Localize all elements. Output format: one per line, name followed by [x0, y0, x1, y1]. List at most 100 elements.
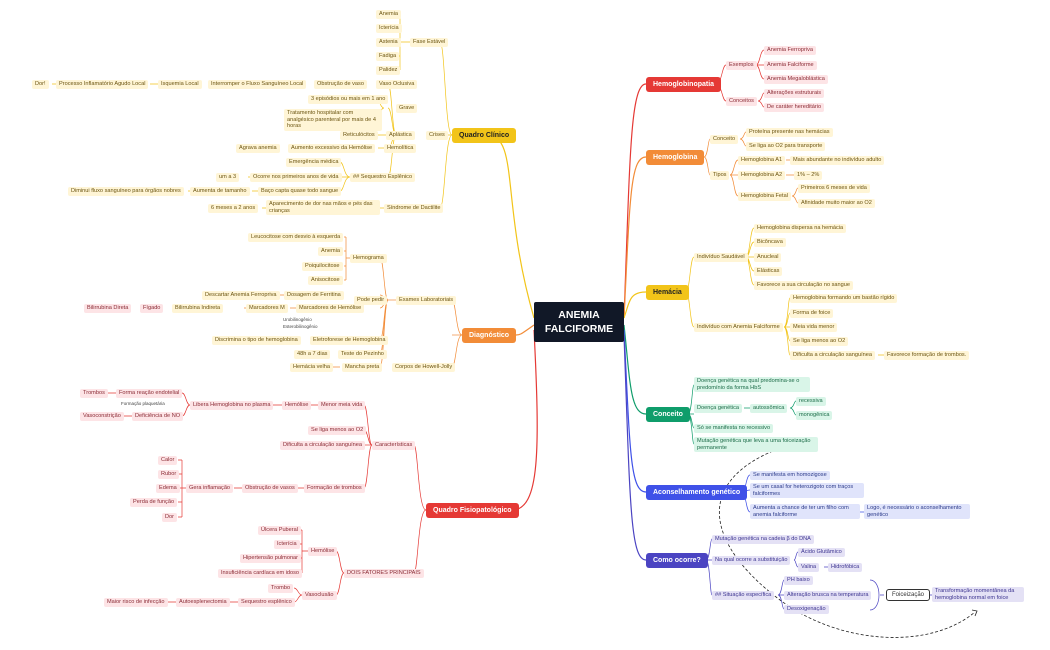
topic-diagnostico[interactable]: Diagnóstico — [462, 328, 517, 343]
node-homozigose[interactable]: Se manifesta em homozigose — [750, 471, 830, 480]
node-fase-item[interactable]: Palidez — [376, 66, 401, 75]
node-marcadores-m[interactable]: Marcadores M — [246, 304, 288, 313]
node-descartar-anemia[interactable]: Descartar Anemia Ferropriva — [202, 291, 280, 300]
topic-quadro-clinico[interactable]: Quadro Clínico — [452, 128, 517, 143]
node-valina[interactable]: Valina — [798, 563, 820, 572]
node-hemoglobina-conceito[interactable]: Conceito — [710, 135, 739, 144]
node-sequestro-esplenico[interactable]: ## Sequestro Esplênico — [350, 173, 416, 182]
node-hemoglobina-a1[interactable]: Hemoglobina A1 — [738, 156, 786, 165]
node-fase-item[interactable]: Anemia — [376, 10, 401, 19]
node-alteracao-temperatura[interactable]: Alteração brusca na temperatura — [784, 591, 872, 600]
node-hemograma-item[interactable]: Anisocitose — [308, 276, 343, 285]
node-a2-desc[interactable]: 1% – 2% — [794, 171, 823, 180]
node-reticulocitos[interactable]: Reticulócitos — [340, 131, 378, 140]
node-exemplos[interactable]: Exemplos — [726, 61, 757, 70]
node-acido-glutamico[interactable]: Ácido Glutâmico — [798, 548, 845, 557]
node-fase-item[interactable]: Fadiga — [376, 52, 400, 61]
node-episodios[interactable]: 3 episódios ou mais em 1 ano — [308, 95, 389, 104]
node-crises[interactable]: Crises — [426, 131, 448, 140]
node-hemolise-item[interactable]: Icterícia — [274, 540, 300, 549]
node-bilirrubina-indireta[interactable]: Bilirrubina Indireta — [172, 304, 224, 313]
node-baco-capta[interactable]: Baço capta quase todo sangue — [258, 187, 342, 196]
node-mutacao-cadeia[interactable]: Mutação genética na cadeia β do DNA — [712, 535, 814, 544]
node-foiceizacao[interactable]: Foiceização — [886, 589, 931, 601]
node-trombo[interactable]: Trombo — [268, 584, 294, 593]
node-interromper-fluxo[interactable]: Interromper o Fluxo Sanguíneo Local — [208, 80, 307, 89]
node-falciforme-item[interactable]: Dificulta a circulação sanguínea — [790, 351, 875, 360]
node-um-a-3[interactable]: um a 3 — [216, 173, 240, 182]
node-emergencia-medica[interactable]: Emergência médica — [286, 158, 342, 167]
node-agrava-anemia[interactable]: Agrava anemia — [236, 144, 280, 153]
node-saudavel-item[interactable]: Hemoglobina dispersa na hemácia — [754, 224, 847, 233]
node-falciforme-item[interactable]: Meia vida menor — [790, 323, 838, 332]
node-autoesplenectomia[interactable]: Autoesplenectomia — [176, 598, 230, 607]
node-maior-risco-infeccao[interactable]: Maior risco de infecção — [104, 598, 168, 607]
node-tratamento-hospitalar[interactable]: Tratamento hospitalar com analgésico par… — [284, 109, 382, 131]
node-hemacia-velha[interactable]: Hemácia velha — [290, 363, 333, 372]
center-topic[interactable]: ANEMIA FALCIFORME — [534, 302, 624, 342]
node-hemolise-item[interactable]: Insuficiência cardíaca em idoso — [218, 569, 303, 578]
node-dor[interactable]: Dor! — [32, 80, 49, 89]
node-vasoclusao[interactable]: Vasoclusão — [302, 591, 337, 600]
node-desoxigenacao[interactable]: Desoxigenação — [784, 605, 829, 614]
node-monogenica[interactable]: monogênica — [796, 411, 833, 420]
node-bilirrubina-direta[interactable]: Bilirrubina Direta — [84, 304, 132, 313]
node-so-recessivo[interactable]: Só se manifesta no recessivo — [694, 424, 774, 433]
node-vaso-oclusiva[interactable]: Vaso Oclusiva — [376, 80, 418, 89]
node-grave[interactable]: Grave — [396, 104, 418, 113]
node-falciforme-item[interactable]: Hemoglobina formando um bastão rígido — [790, 294, 898, 303]
node-marcadores-hemolise[interactable]: Marcadores de Hemólise — [296, 304, 365, 313]
node-pode-pedir[interactable]: Pode pedir — [354, 296, 388, 305]
node-aumenta-chance[interactable]: Aumenta a chance de ter um filho com ane… — [750, 504, 860, 520]
node-hemoglobina-conceito-item[interactable]: Proteína presente nas hemácias — [746, 128, 833, 137]
node-saudavel-item[interactable]: Anucleal — [754, 253, 782, 262]
node-aumenta-tamanho[interactable]: Aumenta de tamanho — [190, 187, 250, 196]
node-gera-inflamacao[interactable]: Gera inflamação — [186, 484, 234, 493]
node-sindrome-dactilite[interactable]: Síndrome de Dactilite — [384, 204, 444, 213]
node-recessiva[interactable]: recessiva — [796, 397, 826, 406]
node-dois-fatores[interactable]: DOIS FATORES PRINCIPAIS — [344, 569, 424, 578]
node-inflamacao-item[interactable]: Dor — [162, 513, 178, 522]
node-a1-desc[interactable]: Mais abundante no indivíduo adulto — [790, 156, 885, 165]
node-hemolise-item[interactable]: Úlcera Puberal — [258, 526, 301, 535]
node-conceito-item[interactable]: De caráter hereditário — [764, 103, 825, 112]
node-conceito-def[interactable]: Doença genética na qual predomina-se o p… — [694, 377, 810, 393]
node-inflamacao-item[interactable]: Rubor — [158, 470, 180, 479]
topic-quadro-fisiopatologico[interactable]: Quadro Fisiopatológico — [426, 503, 519, 518]
node-libera-hemoglobina[interactable]: Libera Hemoglobina no plasma — [190, 401, 274, 410]
topic-hemoglobina[interactable]: Hemoglobina — [646, 150, 705, 165]
node-hemograma-item[interactable]: Poiquilocitose — [302, 262, 343, 271]
node-trombos[interactable]: Trombos — [80, 389, 108, 398]
node-hemoglobina-fetal[interactable]: Hemoglobina Fetal — [738, 192, 791, 201]
node-individuo-saudavel[interactable]: Indivíduo Saudável — [694, 253, 748, 262]
node-fase-estavel[interactable]: Fase Estável — [410, 38, 449, 47]
node-situacao-especifica[interactable]: ## Situação específica — [712, 591, 775, 600]
node-forma-reacao[interactable]: Forma reação endotelial — [116, 389, 183, 398]
node-hemoglobina-conceito-item[interactable]: Se liga ao O2 para transporte — [746, 142, 826, 151]
node-mutacao-foiceizacao[interactable]: Mutação genética que leva a uma foiceiza… — [694, 437, 818, 453]
node-dificulta-circulacao[interactable]: Dificulta a circulação sanguínea — [280, 441, 365, 450]
node-hemolise-fator[interactable]: Hemólise — [308, 547, 338, 556]
node-fetal-item[interactable]: Afinidade muito maior ao O2 — [798, 199, 875, 208]
topic-como-ocorre[interactable]: Como ocorre? — [646, 553, 708, 568]
node-howell-jolly[interactable]: Corpos de Howell-Jolly — [392, 363, 456, 372]
node-hemolitica[interactable]: Hemolítica — [384, 144, 417, 153]
node-hemograma-item[interactable]: Leucocitose com desvio à esquerda — [248, 233, 344, 242]
node-favorece-trombos[interactable]: Favorece formação de trombos. — [884, 351, 970, 360]
node-saudavel-item[interactable]: Elásticas — [754, 267, 783, 276]
node-saudavel-item[interactable]: Bicôncava — [754, 238, 786, 247]
node-falciforme-item[interactable]: Forma de foice — [790, 309, 834, 318]
node-fase-item[interactable]: Icterícia — [376, 24, 402, 33]
node-6-meses-2-anos[interactable]: 6 meses a 2 anos — [208, 204, 259, 213]
node-qual-ocorre[interactable]: Na qual ocorre a substituição — [712, 556, 791, 565]
node-conceito-item[interactable]: Alterações estruturais — [764, 89, 825, 98]
node-inflamacao-item[interactable]: Edema — [156, 484, 180, 493]
node-aplastica[interactable]: Aplástica — [386, 131, 415, 140]
topic-aconselhamento-genetico[interactable]: Aconselhamento genético — [646, 485, 748, 500]
node-doenca-genetica[interactable]: Doença genética — [694, 404, 742, 413]
node-ph-baixo[interactable]: PH baixo — [784, 576, 813, 585]
node-hidrofobica[interactable]: Hidrofóbica — [828, 563, 863, 572]
node-exames-laboratoriais[interactable]: Exames Laboratoriais — [396, 296, 457, 305]
node-discrimina-tipo[interactable]: Discrimina o tipo de hemoglobina — [212, 336, 301, 345]
node-figado[interactable]: Fígado — [140, 304, 164, 313]
